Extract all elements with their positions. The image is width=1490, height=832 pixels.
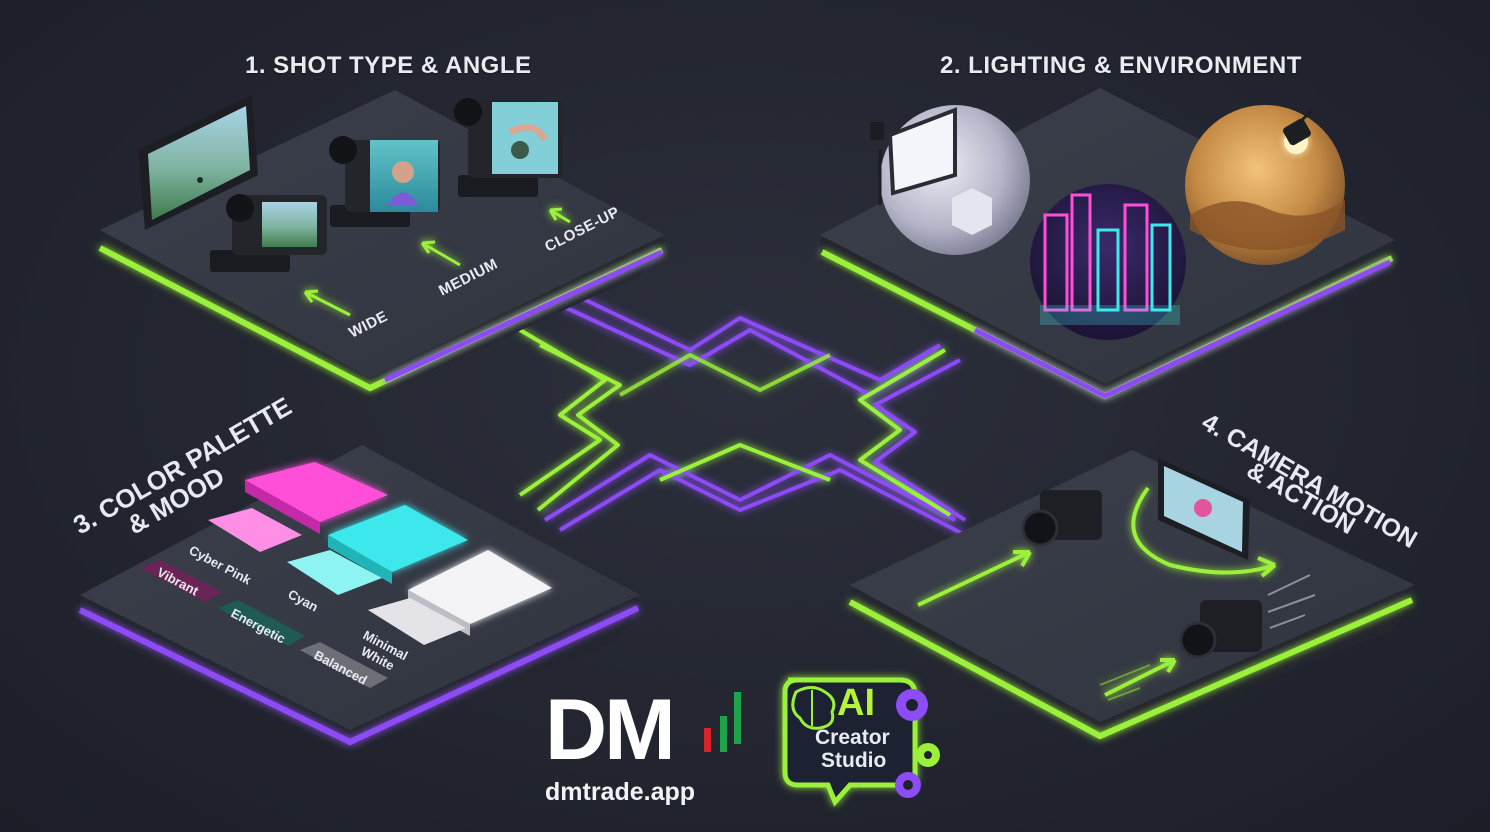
arrow-icon	[303, 207, 571, 317]
panel-camera-motion	[848, 450, 1415, 745]
gear-icon	[895, 689, 940, 798]
dm-logo[interactable]: DM dmtrade.app	[545, 682, 745, 806]
dm-chart-bars	[704, 692, 741, 752]
cyber-city-sphere	[1030, 184, 1186, 340]
swatch-cyber-pink	[208, 462, 388, 552]
badge-ai-text: AI	[837, 682, 875, 724]
panel-shot-type: WIDE MEDIUM CLOSE-UP	[98, 90, 665, 400]
badge-creator-text: Creator	[815, 726, 890, 749]
ai-creator-studio-badge: AI Creator Studio	[777, 674, 937, 796]
monitor-icon	[138, 95, 258, 230]
camera-icon	[1021, 490, 1102, 547]
panel-lighting	[820, 88, 1395, 405]
camera-icon	[454, 98, 563, 197]
badge-studio-text: Studio	[821, 749, 887, 772]
spotlight-icon	[1283, 108, 1314, 154]
softbox-light-icon	[870, 107, 957, 205]
ai-creator-badge-frame	[782, 677, 940, 807]
swatch-cyan	[287, 505, 468, 595]
swatch-minimal-white	[368, 550, 552, 645]
circuit-lines	[518, 293, 967, 537]
logo-text: DM	[545, 682, 676, 778]
panel-color-palette: Cyber Pink Cyan Minimal White Vibrant En…	[78, 445, 640, 752]
brain-icon	[791, 686, 836, 730]
camera-icon	[1179, 574, 1316, 659]
brand-url[interactable]: dmtrade.app	[545, 778, 696, 806]
arrow-icon	[917, 486, 1277, 701]
monitor-icon	[1158, 458, 1250, 560]
camera-icon	[210, 194, 327, 272]
heading-lighting: 2. LIGHTING & ENVIRONMENT	[940, 52, 1302, 79]
camera-icon	[329, 136, 440, 227]
heading-shot-type: 1. SHOT TYPE & ANGLE	[245, 52, 532, 79]
